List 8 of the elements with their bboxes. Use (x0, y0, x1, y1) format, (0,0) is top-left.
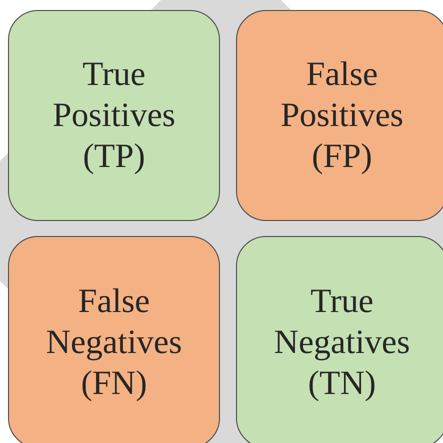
quadrant-box (8, 10, 220, 221)
quadrant-label: True Negatives (TN) (273, 282, 411, 404)
quadrant-box (8, 236, 220, 443)
quadrant-label: False Negatives (FN) (45, 282, 183, 404)
quadrant-box (236, 236, 443, 443)
quadrant-label: True Positives (TP) (52, 55, 176, 177)
quadrant-box (236, 10, 443, 221)
quadrant-label: False Positives (FP) (280, 55, 404, 177)
